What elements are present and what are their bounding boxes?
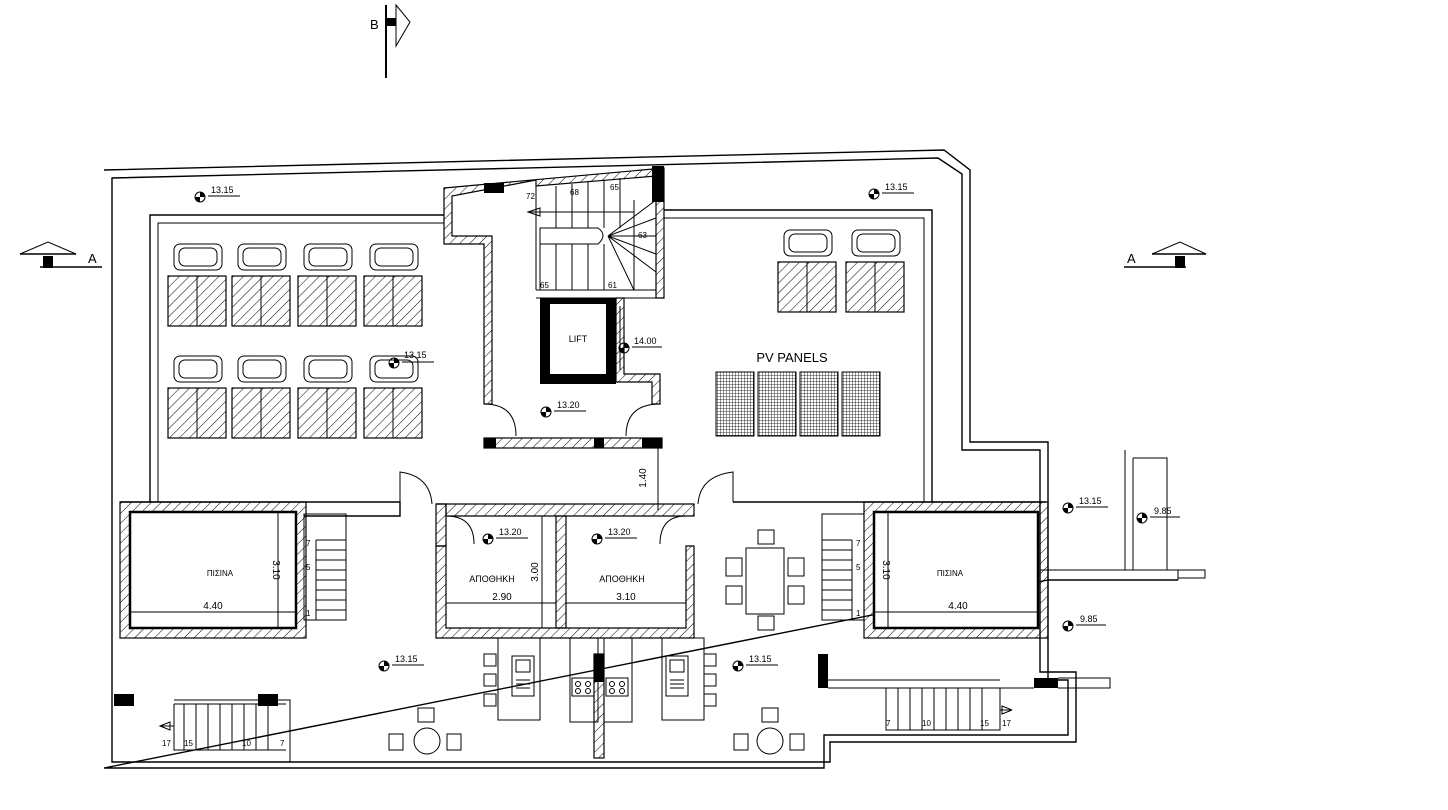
svg-text:7: 7 (856, 539, 861, 548)
outer-parapet (103, 149, 1206, 769)
stair-treads (555, 178, 657, 291)
pool-right-depth: 3.10 (880, 560, 891, 580)
dining-table (725, 529, 805, 631)
pool-right-width: 4.40 (948, 601, 968, 612)
svg-text:13.15: 13.15 (749, 654, 772, 664)
svg-text:1: 1 (856, 609, 861, 618)
storage-depth: 3.00 (530, 562, 541, 582)
stair-bottom-right: 7 10 15 17 (818, 654, 1058, 731)
storage-right-width: 3.10 (616, 592, 636, 603)
svg-text:7: 7 (280, 739, 285, 748)
pool-left-depth: 3.10 (270, 560, 281, 580)
svg-text:5: 5 (856, 563, 861, 572)
level-marker: 13.15 (388, 350, 434, 369)
storage-left-label: ΑΠΟΘΗΚΗ (469, 574, 515, 584)
svg-text:1: 1 (306, 609, 311, 618)
svg-text:13.15: 13.15 (404, 350, 427, 360)
svg-text:15: 15 (980, 719, 989, 728)
svg-text:9.85: 9.85 (1080, 614, 1098, 624)
stair-number: 68 (570, 188, 579, 197)
level-marker: 13.15 (868, 182, 914, 200)
stair-number: 61 (608, 281, 617, 290)
svg-text:13.20: 13.20 (499, 527, 522, 537)
outdoor-table-left (388, 707, 462, 755)
outdoor-table-right (733, 707, 805, 755)
level-marker: 13.15 (1062, 496, 1108, 514)
pool-left-label: ΠΙΣΙΝΑ (207, 569, 234, 578)
svg-text:14.00: 14.00 (634, 336, 657, 346)
pool-ladder-left: 7 5 1 (303, 513, 347, 621)
pool-ladder-right: 7 5 1 (821, 513, 865, 621)
svg-text:9.85: 9.85 (1154, 506, 1172, 516)
solar-water-heaters-right (777, 229, 905, 313)
svg-text:13.15: 13.15 (395, 654, 418, 664)
level-marker: 14.00 (618, 336, 662, 354)
svg-text:10: 10 (242, 739, 251, 748)
stair-number: 65 (610, 183, 619, 192)
storage-block: ΑΠΟΘΗΚΗ ΑΠΟΘΗΚΗ 2.90 3.10 3.00 (399, 471, 734, 639)
pool-left-width: 4.40 (203, 601, 223, 612)
section-marker-a-right: A (1124, 241, 1207, 268)
pv-panels: PV PANELS (715, 350, 881, 437)
level-marker: 13.20 (591, 527, 637, 545)
section-label-b: B (370, 17, 379, 32)
svg-text:15: 15 (184, 739, 193, 748)
storage-left-width: 2.90 (492, 592, 512, 603)
lift-label: LIFT (569, 334, 588, 344)
svg-text:17: 17 (1002, 719, 1011, 728)
svg-text:10: 10 (922, 719, 931, 728)
kitchen-units (483, 637, 717, 759)
section-label-a-left: A (88, 251, 97, 266)
stair-core: 72 68 65 63 65 61 LIFT (443, 166, 665, 449)
svg-text:13.20: 13.20 (557, 400, 580, 410)
stair-bottom-left: 17 15 10 7 (114, 694, 291, 762)
pool-right: ΠΙΣΙΝΑ 4.40 3.10 (863, 501, 1049, 639)
stair-number: 63 (638, 231, 647, 240)
svg-text:17: 17 (162, 739, 171, 748)
pv-panels-label: PV PANELS (756, 350, 828, 365)
storage-right-label: ΑΠΟΘΗΚΗ (599, 574, 645, 584)
pool-right-label: ΠΙΣΙΝΑ (937, 569, 964, 578)
level-marker: 9.85 (1136, 506, 1180, 524)
svg-text:7: 7 (306, 539, 311, 548)
svg-text:13.15: 13.15 (885, 182, 908, 192)
svg-text:13.15: 13.15 (211, 185, 234, 195)
section-label-a-right: A (1127, 251, 1136, 266)
level-marker: 13.20 (482, 527, 528, 545)
stair-number: 72 (526, 192, 535, 201)
section-marker-a-left: A (19, 241, 102, 268)
svg-text:13.20: 13.20 (608, 527, 631, 537)
svg-text:7: 7 (886, 719, 891, 728)
svg-text:13.15: 13.15 (1079, 496, 1102, 506)
stair-number: 65 (540, 281, 549, 290)
solar-water-heaters-left (167, 243, 423, 439)
section-marker-b: B (370, 3, 411, 78)
corridor-dimension: 1.40 (638, 448, 659, 510)
level-marker: 13.15 (194, 185, 240, 203)
level-marker: 13.15 (378, 654, 424, 672)
level-marker: 13.20 (540, 400, 586, 418)
level-marker: 9.85 (1062, 614, 1106, 632)
corridor-dim-label: 1.40 (638, 468, 649, 488)
level-markers: 13.15 13.15 13.15 13.20 14.00 13.20 (194, 182, 1180, 672)
pool-left: ΠΙΣΙΝΑ 4.40 3.10 (119, 501, 307, 639)
svg-text:5: 5 (306, 563, 311, 572)
level-marker: 13.15 (732, 654, 778, 672)
